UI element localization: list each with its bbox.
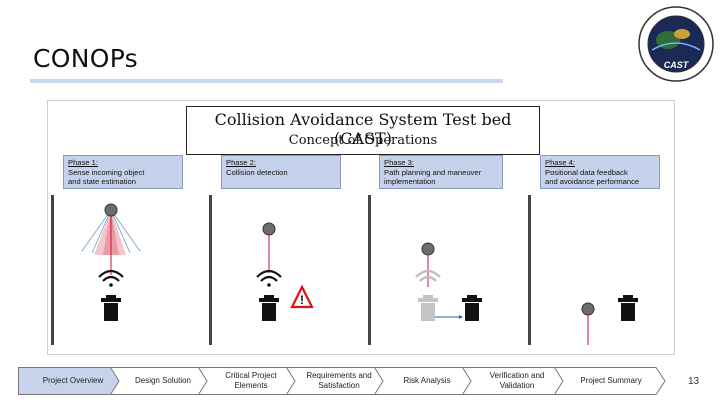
phase-3-desc-1: Path planning and maneuver [384, 167, 482, 177]
nav-label: Requirements and Satisfaction [306, 371, 372, 390]
phase-4-panel [531, 195, 671, 345]
title-underline [30, 79, 503, 83]
nav-label: Risk Analysis [403, 376, 451, 385]
phase-4-illustration [581, 295, 638, 345]
conops-figure: Collision Avoidance System Test bed (CAS… [47, 100, 675, 355]
phase-3-box: Phase 3: Path planning and maneuver impl… [379, 155, 503, 189]
wifi-icon [109, 283, 113, 287]
phase-1-desc-1: Sense incoming object [68, 167, 145, 177]
incoming-object [262, 222, 276, 236]
phase-1-name: Phase 1: [68, 158, 98, 167]
phase-2-desc-1: Collision detection [226, 167, 288, 177]
cast-robot-icon [262, 303, 276, 321]
phase-3-panel [371, 195, 523, 345]
cast-robot-icon [621, 303, 635, 321]
phase-1-illustration [81, 203, 141, 321]
nav-label: Project Overview [42, 376, 104, 385]
nav-project-summary[interactable]: Project Summary [554, 367, 666, 395]
nav-label: Project Summary [580, 376, 642, 385]
phase-3-desc-2: implementation [384, 177, 436, 186]
phase-1-box: Phase 1: Sense incoming object and state… [63, 155, 183, 189]
phase-4-desc-1: Positional data feedback [545, 167, 628, 177]
nav-chevron [554, 367, 666, 395]
phase-2-panel: ! [212, 195, 362, 345]
phase-4-box: Phase 4: Positional data feedback and av… [540, 155, 660, 189]
page-number: 13 [688, 376, 700, 387]
phase-4-desc-2: and avoidance performance [545, 177, 640, 186]
phase-1-desc-2: and state estimation [68, 177, 136, 186]
panel-2-edge [209, 195, 212, 345]
logo-text: CAST [664, 60, 690, 70]
incoming-object [104, 203, 118, 217]
panel-3-edge [368, 195, 371, 345]
nav-label: Verification and Validation [489, 371, 545, 390]
previous-position-ghost [421, 303, 435, 321]
cast-robot-icon [465, 303, 479, 321]
phase-3-name: Phase 3: [384, 158, 414, 167]
passing-object [581, 302, 595, 316]
phase-4-name: Phase 4: [545, 158, 575, 167]
panel-1-edge [51, 195, 54, 345]
figure-title: Collision Avoidance System Test bed (CAS… [214, 110, 512, 148]
warning-glyph: ! [300, 293, 304, 307]
phase-3-illustration [415, 242, 482, 321]
phase-2-name: Phase 2: [226, 158, 256, 167]
phase-1-panel [54, 195, 204, 345]
figure-subtitle: Concept of Operations [288, 133, 438, 148]
slide-title: CONOPs [33, 44, 138, 73]
nav-label: Critical Project Elements [225, 371, 277, 390]
wifi-icon [267, 283, 271, 287]
cast-robot-icon [104, 303, 118, 321]
warning-icon [290, 284, 314, 309]
phase-2-box: Phase 2: Collision detection [221, 155, 341, 189]
incoming-object [421, 242, 435, 256]
cast-logo: CAST [638, 6, 714, 82]
panel-4-edge [528, 195, 531, 345]
nav-label: Design Solution [134, 376, 192, 385]
figure-header: Collision Avoidance System Test bed (CAS… [186, 106, 540, 155]
phase-2-illustration: ! [256, 222, 314, 321]
